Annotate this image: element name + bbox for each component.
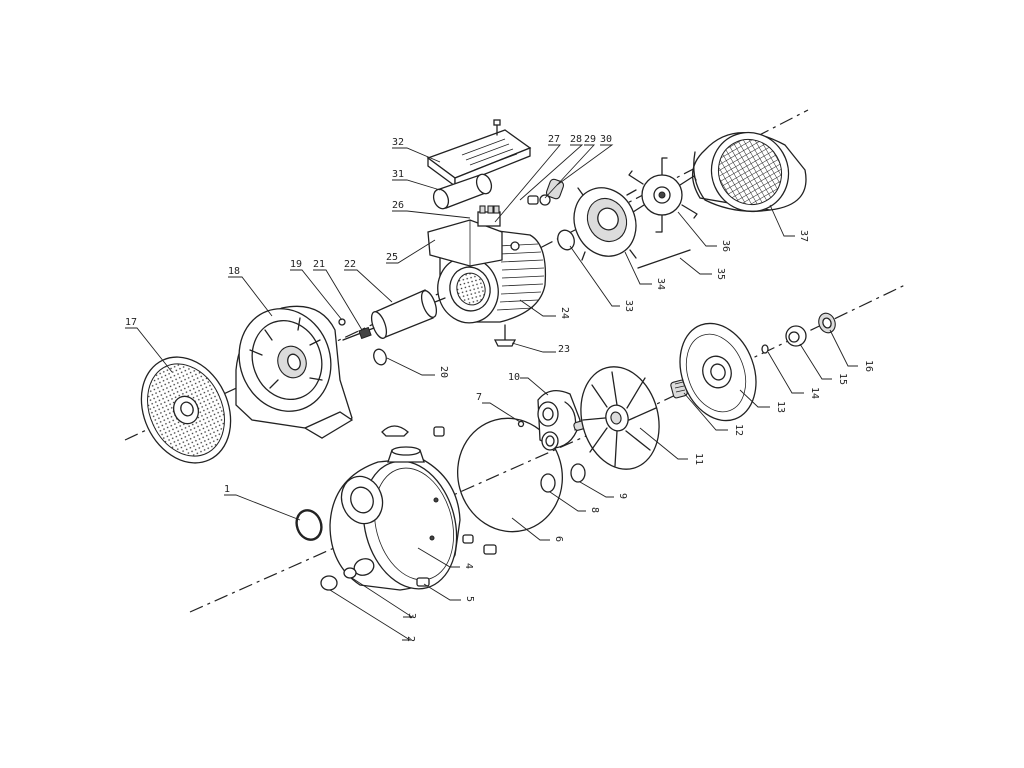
label-34: 34 bbox=[655, 278, 666, 290]
label-18: 18 bbox=[228, 266, 240, 277]
o-ring-8 bbox=[540, 473, 556, 493]
rear-end-shield bbox=[573, 187, 637, 261]
capacitor bbox=[432, 173, 493, 210]
label-36: 36 bbox=[720, 240, 731, 252]
label-12: 12 bbox=[733, 424, 744, 436]
label-13: 13 bbox=[775, 401, 786, 413]
pump-bracket bbox=[235, 305, 354, 439]
part-7 bbox=[517, 420, 525, 428]
label-11: 11 bbox=[693, 453, 704, 465]
label-33: 33 bbox=[623, 300, 634, 312]
venturi-ejector bbox=[537, 389, 591, 451]
label-27: 27 bbox=[548, 134, 560, 145]
o-ring-6 bbox=[457, 417, 563, 533]
label-22: 22 bbox=[344, 259, 356, 270]
label-8: 8 bbox=[589, 507, 600, 513]
label-31: 31 bbox=[392, 169, 404, 180]
label-32: 32 bbox=[392, 137, 404, 148]
mechanical-seal-parts bbox=[761, 312, 836, 354]
o-ring-33 bbox=[557, 229, 575, 251]
label-4: 4 bbox=[463, 563, 474, 569]
label-17: 17 bbox=[125, 317, 137, 328]
cooling-fan bbox=[627, 157, 698, 233]
label-1: 1 bbox=[224, 484, 230, 495]
label-30: 30 bbox=[600, 134, 612, 145]
part-number-labels: 32 31 27 28 29 30 26 25 24 23 33 34 35 3… bbox=[125, 134, 874, 642]
label-6: 6 bbox=[553, 536, 564, 542]
seal-ring-20 bbox=[373, 348, 387, 366]
label-16: 16 bbox=[863, 360, 874, 372]
label-21: 21 bbox=[313, 259, 325, 270]
drain-plugs bbox=[320, 425, 497, 591]
o-ring-9 bbox=[570, 463, 586, 483]
leader-lines bbox=[125, 144, 858, 641]
motor-housing bbox=[427, 205, 547, 324]
label-2: 2 bbox=[405, 636, 416, 642]
label-20: 20 bbox=[438, 366, 449, 378]
label-35: 35 bbox=[715, 268, 726, 280]
label-24: 24 bbox=[559, 307, 570, 319]
impeller bbox=[679, 322, 757, 422]
label-28: 28 bbox=[570, 134, 582, 145]
label-25: 25 bbox=[386, 252, 398, 263]
label-5: 5 bbox=[464, 596, 475, 602]
key-19 bbox=[338, 318, 346, 326]
diffuser bbox=[580, 366, 660, 470]
small-fittings bbox=[527, 178, 565, 206]
tie-rod bbox=[637, 249, 691, 269]
label-29: 29 bbox=[584, 134, 596, 145]
label-14: 14 bbox=[809, 387, 820, 399]
label-7: 7 bbox=[476, 392, 482, 403]
seal-plate bbox=[140, 356, 232, 464]
fan-cover bbox=[692, 131, 807, 213]
label-19: 19 bbox=[290, 259, 302, 270]
label-37: 37 bbox=[798, 230, 809, 242]
label-3: 3 bbox=[406, 613, 417, 619]
rotor bbox=[342, 289, 446, 341]
motor-foot bbox=[493, 324, 517, 347]
o-ring-1 bbox=[295, 509, 323, 541]
label-26: 26 bbox=[392, 200, 404, 211]
label-15: 15 bbox=[837, 373, 848, 385]
label-9: 9 bbox=[617, 493, 628, 499]
label-23: 23 bbox=[558, 344, 570, 355]
label-10: 10 bbox=[508, 372, 520, 383]
